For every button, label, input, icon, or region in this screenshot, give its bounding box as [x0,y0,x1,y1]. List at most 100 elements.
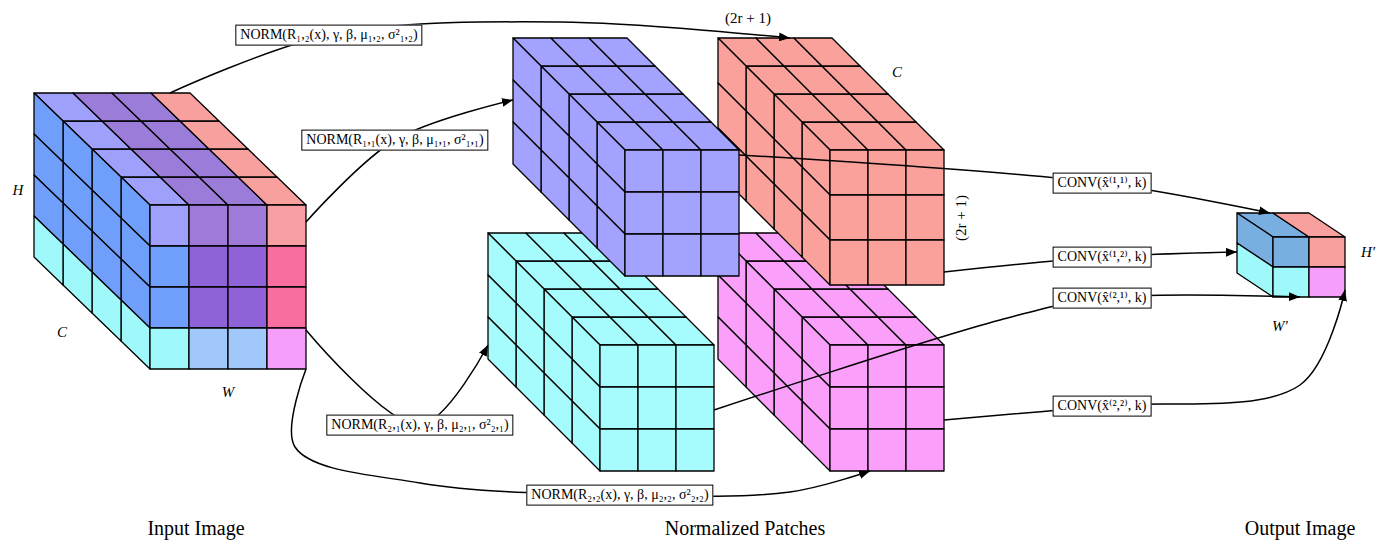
operation-label: NORM(R₂,₂(x), γ, β, μ₂,₂, σ²₂,₂) [526,485,713,506]
cube-cell [625,150,663,192]
cube-cell [663,234,701,276]
cube-cell [572,401,600,471]
cube-cell [746,345,774,415]
cube-cell [878,317,944,345]
cube-cell [830,150,868,195]
cube-cell [1273,237,1309,267]
cube-cell [209,149,277,177]
cube-cell [228,328,267,369]
cube-cell [625,234,663,276]
cube-cell [597,206,625,276]
cube-cell [868,195,906,240]
cube-cell [638,387,676,429]
cube-cell [238,177,306,205]
flow-arrow [291,369,870,496]
cube-cell [600,429,638,471]
cube-cell [228,205,267,246]
cube-cell [150,287,189,328]
panel-caption: Normalized Patches [665,517,826,540]
cube-cell [663,192,701,234]
cube-cell [150,205,189,246]
cube-cell [1273,213,1345,237]
operation-label: CONV(x̂⁽¹,¹⁾, k) [1053,173,1152,194]
patch-tensor: (2r + 1)C(2r + 1) [718,38,944,285]
cube-cell [516,345,544,415]
operation-label: NORM(R₁,₂(x), γ, β, μ₁,₂, σ²₁,₂) [235,25,422,46]
cube-cell [638,345,676,387]
dimension-label: H [13,182,24,199]
cube-cell [541,150,569,220]
cube-cell [1309,267,1345,297]
cube-cell [868,240,906,285]
cube-cell [1273,267,1309,297]
cube-cell [620,289,686,317]
cube-cell [663,150,701,192]
cube-cell [488,317,516,387]
cube-cell [878,122,944,150]
cube-cell [228,287,267,328]
cube-cell [121,300,150,369]
cube-cell [906,429,944,471]
cube-cell [774,373,802,443]
cube-cell [189,328,228,369]
cube-cell [267,328,306,369]
cube-cell [92,272,121,341]
cube-cell [676,429,714,471]
patch-cube [488,233,714,471]
cube-cell [600,387,638,429]
cube-cell [774,184,802,257]
cube-cell [850,94,916,122]
cube-cell [267,287,306,328]
cube-cell [645,94,711,122]
patch-tensor [513,38,739,276]
cube-cell [600,345,638,387]
dimension-label: (2r + 1) [953,195,970,241]
cube-cell [589,38,655,66]
cube-cell [868,387,906,429]
input-tensor-cube [34,93,306,369]
cube-cell [180,121,248,149]
flow-arrow [739,155,1270,213]
cube-cell [151,93,219,121]
cube-cell [906,150,944,195]
cube-cell [868,429,906,471]
cube-cell [868,150,906,195]
cube-cell [718,317,746,387]
cube-cell [701,150,739,192]
cube-cell [850,289,916,317]
cube-cell [267,205,306,246]
cube-cell [822,66,888,94]
flow-arrow [944,290,1345,420]
cube-cell [34,216,63,285]
cube-cell [676,387,714,429]
cube-cell [150,246,189,287]
cube-cell [228,246,267,287]
cube-cell [189,287,228,328]
cube-cell [189,205,228,246]
cube-cell [189,246,228,287]
panel-caption: Input Image [147,517,244,540]
flow-arrow [306,330,488,425]
cube-cell [802,212,830,285]
input-tensor: HCW [34,93,306,369]
cube-cell [906,195,944,240]
cube-cell [1237,243,1273,297]
cube-cell [544,373,572,443]
cube-cell [648,317,714,345]
patch-tensor [488,233,714,471]
dimension-label: W′ [1272,318,1288,335]
cube-cell [802,401,830,471]
cube-cell [63,244,92,313]
cube-cell [701,192,739,234]
operation-label: NORM(R₂,₁(x), γ, β, μ₂,₁, σ²₂,₁) [326,415,513,436]
cube-cell [830,387,868,429]
operation-label: CONV(x̂⁽²,¹⁾, k) [1053,288,1152,309]
cube-cell [676,345,714,387]
cube-cell [746,156,774,229]
operation-label: NORM(R₁,₁(x), γ, β, μ₁,₁, σ²₁,₁) [301,130,488,151]
panel-caption: Output Image [1245,517,1356,540]
patch-cube [718,233,944,471]
